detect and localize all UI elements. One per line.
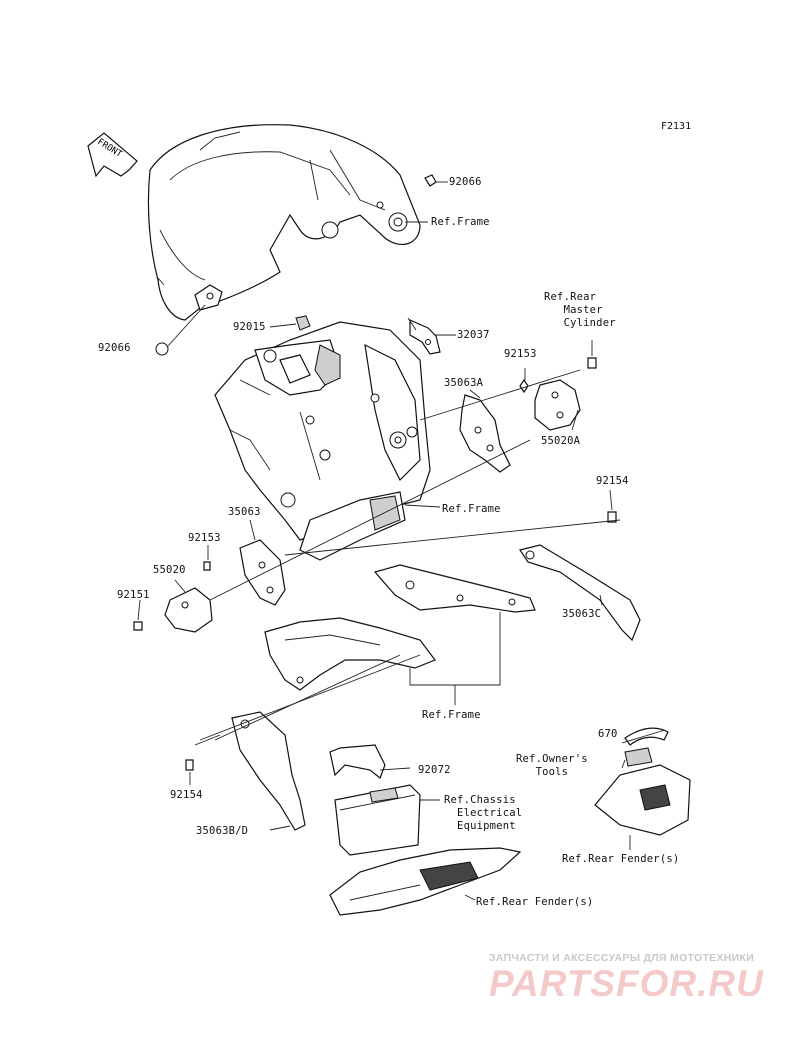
label-92066-top: 92066	[449, 176, 482, 188]
battery-drawing	[329, 744, 421, 856]
label-92154-left: 92154	[170, 789, 203, 801]
bracket-35063C	[373, 511, 641, 642]
label-ref-frame-mid: Ref.Frame	[442, 503, 501, 515]
leader-lines	[137, 181, 666, 901]
front-arrow-icon: FRONT	[87, 132, 138, 178]
upper-frame-drawing	[147, 124, 437, 356]
nut-92015	[295, 315, 311, 331]
label-92072: 92072	[418, 764, 451, 776]
label-92151: 92151	[117, 589, 150, 601]
label-ref-rear-fender-right: Ref.Rear Fender(s)	[562, 853, 680, 865]
label-35063: 35063	[228, 506, 261, 518]
label-ref-chassis-electrical: Ref.Chassis Electrical Equipment	[444, 794, 523, 832]
watermark-brand: PARTSFOR.RU	[489, 963, 764, 1004]
label-92153-right: 92153	[504, 348, 537, 360]
lower-frame-drawing	[264, 617, 436, 691]
tool-kit-drawing	[594, 727, 691, 836]
label-35063BD: 35063B/D	[196, 825, 249, 837]
watermark-tagline: ЗАПЧАСТИ И АКСЕССУАРЫ ДЛЯ МОТОТЕХНИКИ	[489, 952, 755, 964]
bracket-35063	[239, 539, 286, 606]
plate-55020A	[534, 357, 597, 431]
label-92154-right: 92154	[596, 475, 629, 487]
label-ref-frame-lower: Ref.Frame	[422, 709, 481, 721]
label-35063A: 35063A	[444, 377, 484, 389]
label-92066-left: 92066	[98, 342, 131, 354]
bracket-35063BD	[185, 711, 306, 831]
bolt-32037	[407, 317, 441, 355]
label-35063C: 35063C	[562, 608, 602, 620]
main-frame-drawing	[214, 321, 431, 561]
label-92153-left: 92153	[188, 532, 221, 544]
bracket-35063A	[459, 378, 529, 473]
plate-55020	[133, 561, 213, 633]
label-55020: 55020	[153, 564, 186, 576]
label-32037: 32037	[457, 329, 490, 341]
label-ref-rear-fender-bottom: Ref.Rear Fender(s)	[476, 896, 594, 908]
label-ref-rear-master-cylinder: Ref.Rear Master Cylinder	[544, 291, 616, 329]
label-92015: 92015	[233, 321, 266, 333]
label-670: 670	[598, 728, 618, 740]
label-ref-frame-top: Ref.Frame	[431, 216, 490, 228]
figure-code: F2131	[661, 121, 692, 132]
rear-fender-bottom-drawing	[329, 847, 522, 916]
label-ref-owners-tools: Ref.Owner's Tools	[516, 753, 588, 778]
label-55020A: 55020A	[541, 435, 581, 447]
